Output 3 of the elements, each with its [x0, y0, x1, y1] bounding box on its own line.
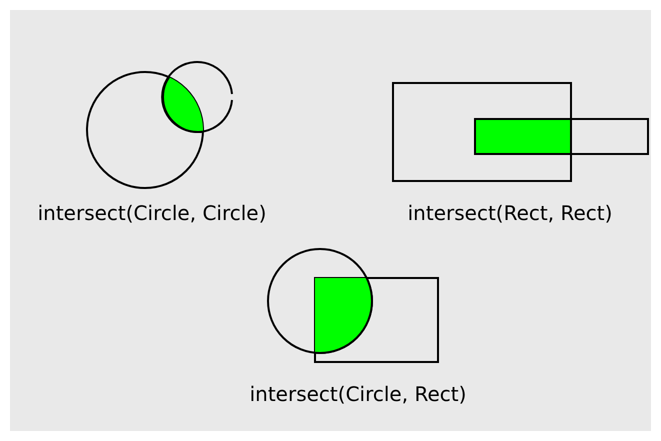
- caption: intersect(Rect, Rect): [408, 201, 612, 225]
- caption: intersect(Circle, Circle): [38, 201, 266, 225]
- caption: intersect(Circle, Rect): [250, 382, 466, 406]
